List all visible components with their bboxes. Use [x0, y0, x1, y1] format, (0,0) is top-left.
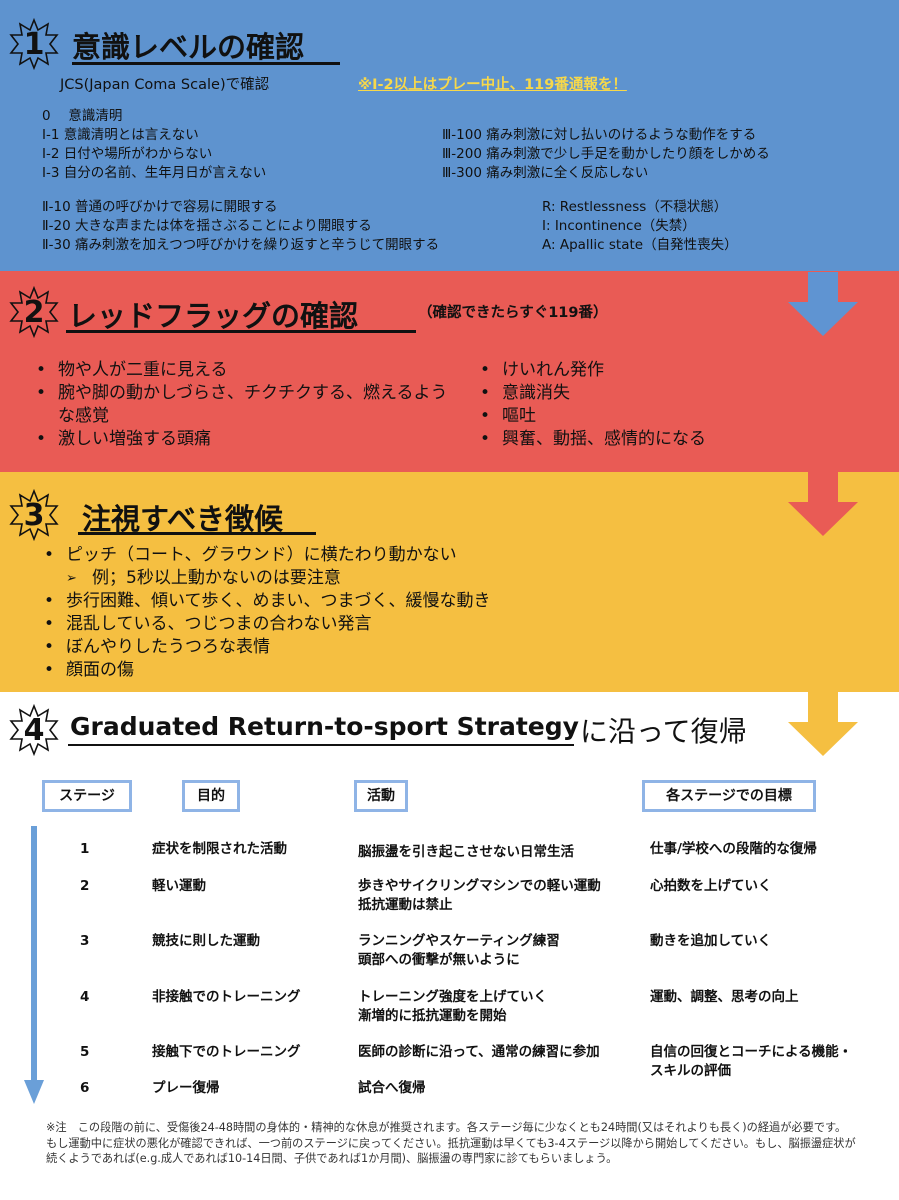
star-badge-icon — [9, 286, 59, 338]
list-item: ピッチ（コート、グラウンド）に横たわり動かない — [44, 544, 604, 567]
stage-number: 2 — [80, 878, 90, 894]
stage-number: 3 — [80, 933, 90, 949]
list-item: 激しい増強する頭痛 — [36, 428, 456, 451]
jcs-level: 0 意識清明 — [42, 108, 123, 124]
title-underline — [66, 330, 416, 333]
header-stage: ステージ — [42, 780, 132, 812]
star-badge-1: 1 — [8, 18, 60, 70]
down-arrow-red-icon — [788, 472, 858, 536]
stage-purpose: 症状を制限された活動 — [152, 841, 287, 857]
stage-activity: 脳振盪を引き起こさせない日常生活 — [358, 844, 574, 860]
jcs-codes: R: Restlessness（不穏状態） I: Incontinence（失禁… — [542, 198, 738, 255]
jcs-code: I: Incontinence（失禁） — [542, 218, 696, 234]
star-badge-icon — [9, 489, 59, 541]
stage-progress-arrow-icon — [24, 826, 44, 1104]
section-title-jp: に沿って復帰 — [580, 715, 747, 748]
jcs-level: Ⅱ-10 普通の呼びかけで容易に開眼する — [42, 199, 278, 215]
stage-goal: 運動、調整、思考の向上 — [650, 989, 799, 1005]
section-number: 1 — [23, 27, 45, 62]
list-item: 歩行困難、傾いて歩く、めまい、つまづく、緩慢な動き — [44, 590, 604, 613]
section-signs: 3 注視すべき徴候 ピッチ（コート、グラウンド）に横たわり動かない 例；5秒以上… — [0, 472, 899, 692]
stage-purpose: 競技に則した運動 — [152, 933, 260, 949]
stage-goal: 仕事/学校への段階的な復帰 — [650, 841, 817, 857]
stage-number: 4 — [80, 989, 90, 1005]
list-item: けいれん発作 — [480, 359, 780, 382]
signs-list: ピッチ（コート、グラウンド）に横たわり動かない 例；5秒以上動かないのは要注意 … — [44, 544, 604, 682]
jcs-level: Ⅱ-20 大きな声または体を揺さぶることにより開眼する — [42, 218, 372, 234]
header-activity: 活動 — [354, 780, 408, 812]
header-purpose: 目的 — [182, 780, 240, 812]
stage-activity: トレーニング強度を上げていく 漸増的に抵抗運動を開始 — [358, 989, 547, 1024]
stage-purpose: プレー復帰 — [152, 1080, 220, 1096]
jcs-label: JCS(Japan Coma Scale)で確認 — [60, 77, 270, 93]
stage-purpose: 非接触でのトレーニング — [152, 989, 301, 1005]
jcs-level: Ⅰ-1 意識清明とは言えない — [42, 127, 199, 143]
stage-activity: 歩きやサイクリングマシンでの軽い運動 抵抗運動は禁止 — [358, 878, 601, 913]
stage-goal: 心拍数を上げていく — [650, 878, 772, 894]
jcs-level: Ⅲ-200 痛み刺激で少し手足を動かしたり顔をしかめる — [442, 146, 770, 162]
down-arrow-yellow-icon — [788, 692, 858, 756]
section-title: 注視すべき徴候 — [82, 502, 283, 536]
list-item: 興奮、動揺、感情的になる — [480, 428, 780, 451]
star-badge-icon — [9, 704, 59, 756]
section-number: 4 — [23, 713, 45, 748]
stage-purpose: 接触下でのトレーニング — [152, 1044, 301, 1060]
list-item: 意識消失 — [480, 382, 780, 405]
section-subtitle: （確認できたらすぐ119番） — [418, 305, 608, 321]
jcs-code: A: Apallic state（自発性喪失） — [542, 237, 738, 253]
list-item: 腕や脚の動かしづらさ、チクチクする、燃えるような感覚 — [36, 382, 456, 428]
section-number: 3 — [23, 498, 45, 533]
header-goal: 各ステージでの目標 — [642, 780, 816, 812]
title-underline — [68, 744, 574, 746]
section-title: 意識レベルの確認 — [72, 30, 305, 64]
warning-text: ※Ⅰ-2以上はプレー中止、119番通報を！ — [358, 77, 627, 93]
list-item: 嘔吐 — [480, 405, 780, 428]
jcs-level: Ⅰ-3 自分の名前、生年月日が言えない — [42, 165, 267, 181]
star-badge-3: 3 — [8, 489, 60, 541]
section-title-en: Graduated Return-to-sport Strategy — [70, 712, 579, 741]
section-return-to-sport: 4 Graduated Return-to-sport Strategy に沿っ… — [0, 692, 899, 1200]
stage-purpose: 軽い運動 — [152, 878, 206, 894]
stage-number: 6 — [80, 1080, 90, 1096]
section-red-flags: 2 レッドフラッグの確認 （確認できたらすぐ119番） 物や人が二重に見える 腕… — [0, 271, 899, 472]
stage-activity: 試合へ復帰 — [358, 1080, 426, 1096]
star-badge-icon — [9, 18, 59, 70]
stage-number: 1 — [80, 841, 90, 857]
list-subitem: 例；5秒以上動かないのは要注意 — [44, 567, 604, 590]
jcs-level-list-2: Ⅱ-10 普通の呼びかけで容易に開眼する Ⅱ-20 大きな声または体を揺さぶるこ… — [42, 198, 439, 255]
jcs-level-list-3: Ⅲ-100 痛み刺激に対し払いのけるような動作をする Ⅲ-200 痛み刺激で少し… — [442, 126, 770, 183]
jcs-level: Ⅱ-30 痛み刺激を加えつつ呼びかけを繰り返すと辛うじて開眼する — [42, 237, 440, 253]
list-item: ぼんやりしたうつろな表情 — [44, 636, 604, 659]
section-number: 2 — [23, 295, 45, 330]
down-arrow-blue-icon — [788, 272, 858, 336]
stage-activity: ランニングやスケーティング練習 頭部への衝撃が無いように — [358, 933, 560, 968]
section-consciousness: 1 意識レベルの確認 JCS(Japan Coma Scale)で確認 ※Ⅰ-2… — [0, 0, 899, 271]
footnote: ※注 この段階の前に、受傷後24-48時間の身体的・精神的な休息が推奨されます。… — [46, 1121, 856, 1165]
stage-number: 5 — [80, 1044, 90, 1060]
jcs-level: Ⅲ-100 痛み刺激に対し払いのけるような動作をする — [442, 127, 757, 143]
jcs-level-list-1: 0 意識清明 Ⅰ-1 意識清明とは言えない Ⅰ-2 日付や場所がわからない Ⅰ-… — [42, 107, 266, 183]
star-badge-4: 4 — [8, 704, 60, 756]
stage-goal: 自信の回復とコーチによる機能・ スキルの評価 — [650, 1044, 853, 1079]
red-flag-list-right: けいれん発作 意識消失 嘔吐 興奮、動揺、感情的になる — [480, 359, 780, 451]
jcs-level: Ⅰ-2 日付や場所がわからない — [42, 146, 213, 162]
list-item: 混乱している、つじつまの合わない発言 — [44, 613, 604, 636]
red-flag-list-left: 物や人が二重に見える 腕や脚の動かしづらさ、チクチクする、燃えるような感覚 激し… — [36, 359, 456, 451]
title-underline — [72, 62, 340, 65]
list-item: 物や人が二重に見える — [36, 359, 456, 382]
section-title: レッドフラッグの確認 — [68, 299, 359, 333]
jcs-level: Ⅲ-300 痛み刺激に全く反応しない — [442, 165, 649, 181]
list-item: 顔面の傷 — [44, 659, 604, 682]
stage-goal: 動きを追加していく — [650, 933, 772, 949]
title-underline — [78, 532, 316, 535]
star-badge-2: 2 — [8, 286, 60, 338]
stage-activity: 医師の診断に沿って、通常の練習に参加 — [358, 1044, 600, 1060]
jcs-code: R: Restlessness（不穏状態） — [542, 199, 728, 215]
